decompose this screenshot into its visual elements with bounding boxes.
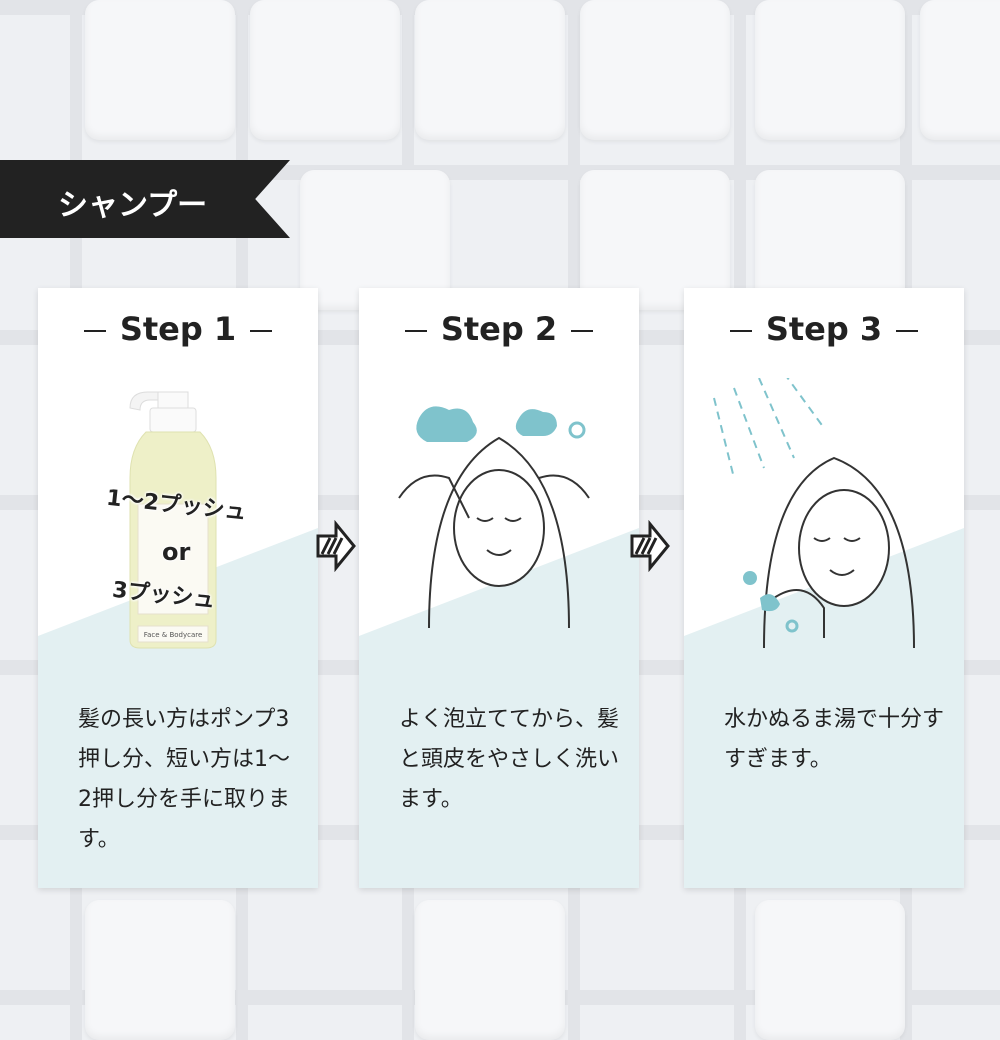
- step-description: 水かぬるま湯で十分すすぎます。: [724, 707, 945, 772]
- step-description: よく泡立ててから、髪と頭皮をやさしく洗います。: [399, 707, 620, 812]
- step-title: Step 3: [684, 310, 964, 348]
- washing-hair-illustration: [398, 406, 590, 629]
- step-description: 髪の長い方はポンプ3押し分、短い方は1〜2押し分を手に取ります。: [78, 707, 290, 852]
- step-card-1: Step 1 Face & Bodycare 1〜2プッシュ or 3プッシュ …: [38, 288, 318, 888]
- rinsing-hair-illustration: [713, 378, 915, 649]
- step-title: Step 1: [38, 310, 318, 348]
- arrow-right-icon: [316, 520, 356, 572]
- shampoo-bottle-image: Face & Bodycare: [129, 391, 217, 649]
- push-callout-or: or: [162, 538, 191, 566]
- section-title: シャンプー: [58, 188, 208, 223]
- section-banner: シャンプー: [0, 160, 290, 238]
- step-card-2: Step 2 よく泡立ててから、髪と頭皮をやさしく洗います。: [359, 288, 639, 888]
- step-card-3: Step 3 水かぬるま湯で十分すすぎます。: [684, 288, 964, 888]
- arrow-right-icon: [630, 520, 670, 572]
- step-title: Step 2: [359, 310, 639, 348]
- product-label: Face & Bodycare: [144, 631, 203, 639]
